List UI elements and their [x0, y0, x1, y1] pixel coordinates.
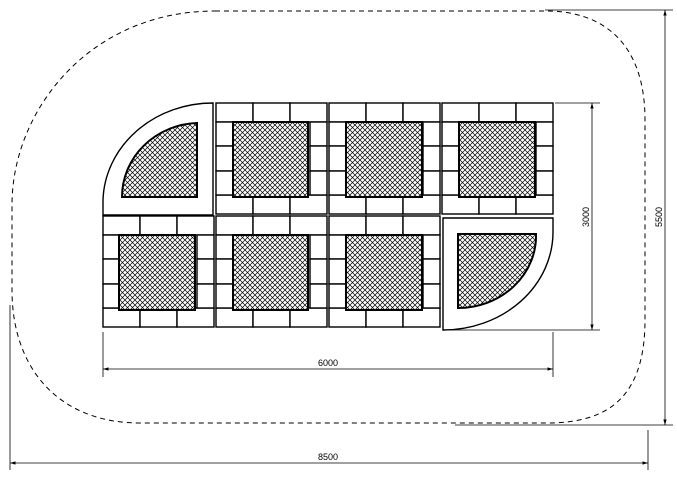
paver-tile [535, 121, 554, 147]
paver-tile [215, 215, 254, 236]
paver-tile [328, 121, 347, 147]
paver-tile [176, 215, 215, 236]
play-pad [345, 234, 423, 311]
paver-tile [422, 283, 441, 309]
paver-tile [289, 102, 328, 123]
paver-tile [215, 102, 254, 123]
paver-tile [102, 234, 121, 260]
paver-tile [535, 145, 554, 172]
paver-tile [309, 258, 328, 285]
paver-tile [328, 170, 347, 196]
paver-tile [365, 215, 404, 236]
paver-tile [139, 215, 178, 236]
paver-tile [422, 258, 441, 285]
paver-tile [309, 234, 328, 260]
safety-zone-outline [11, 10, 646, 424]
paver-tile [289, 215, 328, 236]
paver-tile [402, 102, 441, 123]
paver-tile [422, 234, 441, 260]
paver-tile [478, 102, 517, 123]
paver-tile [328, 215, 367, 236]
paver-tile [215, 121, 234, 147]
corner-play-pad-bottom-right [457, 233, 538, 310]
paver-tile [309, 145, 328, 172]
play-pad [458, 121, 536, 198]
paver-tile [196, 283, 215, 309]
paver-tile [252, 215, 291, 236]
paver-tile [215, 283, 234, 309]
paver-tile [102, 283, 121, 309]
paver-tile [215, 258, 234, 285]
paver-tile [441, 102, 480, 123]
paver-tile [196, 258, 215, 285]
paver-tile [252, 102, 291, 123]
paver-tile [515, 102, 554, 123]
paver-tile [422, 121, 441, 147]
paver-tile [422, 170, 441, 196]
overall-width-label: 8500 [318, 452, 338, 462]
paver-tile [215, 145, 234, 172]
paver-tile [535, 170, 554, 196]
width-dimension-label: 6000 [318, 358, 338, 368]
paver-tile [441, 145, 460, 172]
paver-tile [328, 234, 347, 260]
paver-tile [309, 170, 328, 196]
play-pad [345, 121, 423, 198]
paver-tile [309, 283, 328, 309]
play-pad [232, 234, 309, 311]
height-dimension-label: 3000 [581, 207, 591, 227]
paver-tile [328, 102, 367, 123]
paver-tile [328, 258, 347, 285]
paver-tiles [102, 102, 554, 328]
paver-tile [328, 283, 347, 309]
paver-tile [215, 170, 234, 196]
paver-tile [365, 102, 404, 123]
paver-tile [402, 215, 441, 236]
paver-tile [196, 234, 215, 260]
paver-tile [441, 121, 460, 147]
play-pad [232, 121, 309, 198]
paver-tile [328, 145, 347, 172]
play-pad [118, 234, 196, 311]
corner-play-pad-top-left [120, 121, 198, 198]
overall-height-label: 5500 [654, 207, 664, 227]
paver-tile [102, 258, 121, 285]
paver-tile [215, 234, 234, 260]
paver-tile [422, 145, 441, 172]
paver-tile [309, 121, 328, 147]
paver-tile [441, 170, 460, 196]
paver-tile [102, 215, 141, 236]
